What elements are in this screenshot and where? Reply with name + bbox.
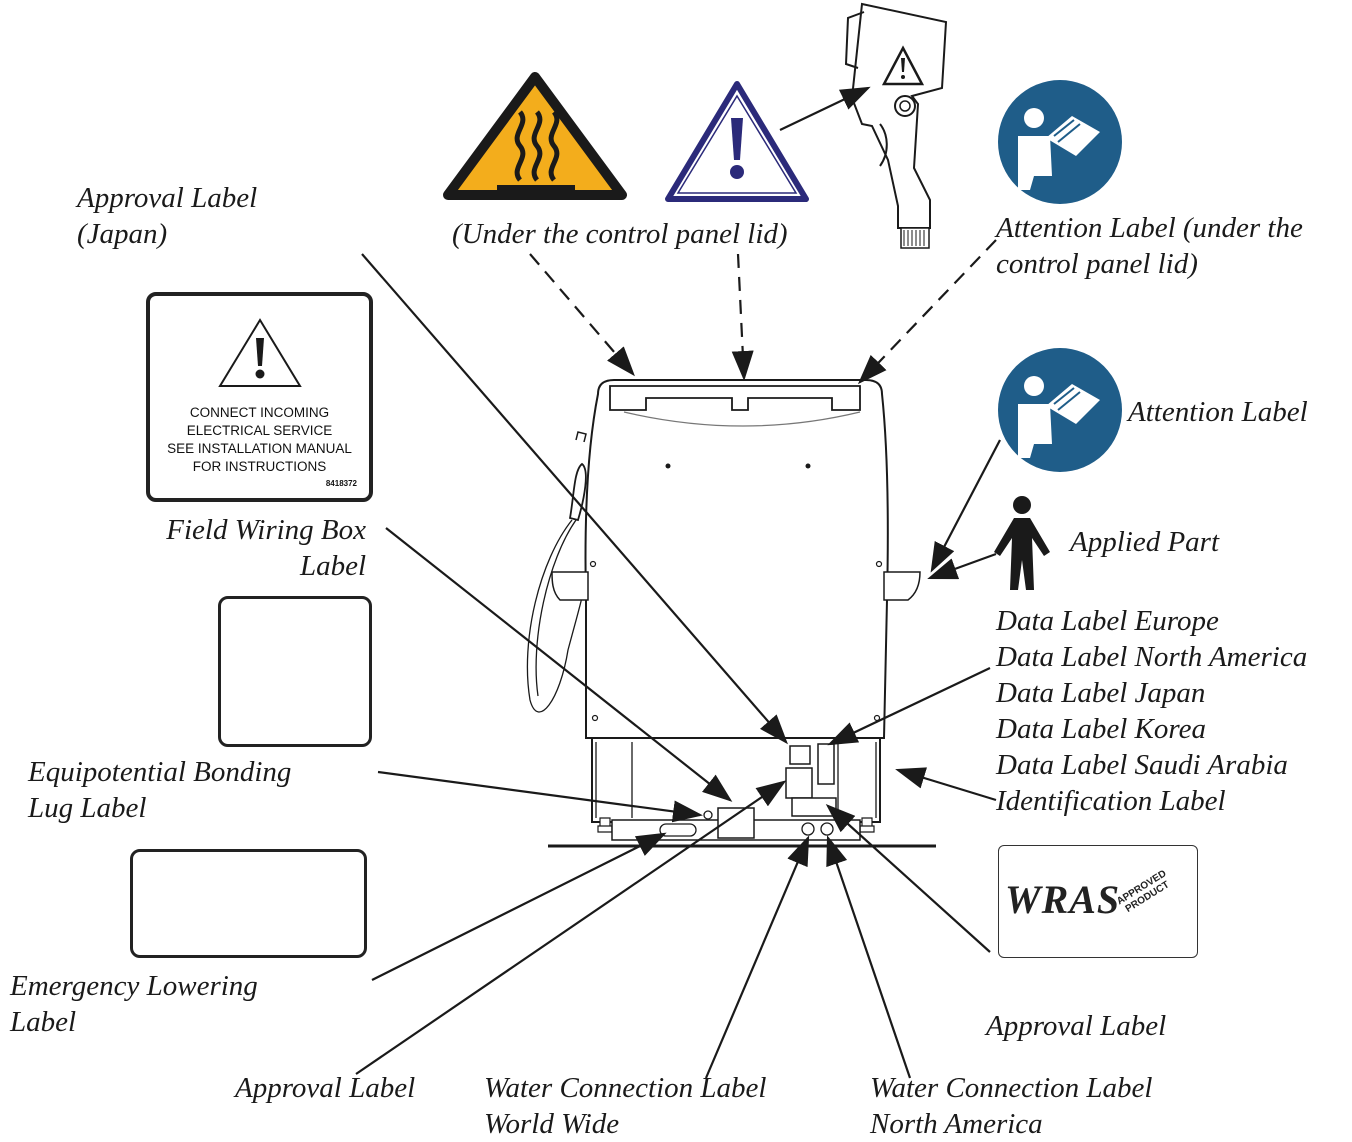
bathtub-drawing <box>526 379 936 848</box>
label-line: World Wide <box>484 1108 620 1140</box>
approval-label-bottom: Approval Label <box>235 1072 416 1104</box>
label-line: Label <box>299 550 366 582</box>
data-label-item: Data Label Europe <box>996 605 1219 637</box>
data-label-item: Data Label Japan <box>996 677 1206 709</box>
label-line: Field Wiring Box <box>166 514 366 546</box>
general-warning-icon <box>665 81 809 202</box>
panel-line: FOR INSTRUCTIONS <box>192 459 327 474</box>
read-manual-icon <box>998 80 1122 204</box>
panel-line: SEE INSTALLATION MANUAL <box>167 441 352 456</box>
approval-label-japan: Approval Label (Japan) <box>77 180 257 252</box>
equipotential-bonding-label: Equipotential Bonding Lug Label <box>28 754 291 826</box>
label-line: Lug Label <box>28 792 147 824</box>
warning-icon <box>218 318 302 387</box>
label-line: (Japan) <box>77 218 168 250</box>
label-line: North America <box>870 1108 1043 1140</box>
label-line: control panel lid) <box>996 248 1198 280</box>
data-label-item: Identification Label <box>996 785 1226 817</box>
under-control-panel-lid-label: (Under the control panel lid) <box>452 218 788 250</box>
label-line: Emergency Lowering <box>10 970 258 1002</box>
emergency-lowering-label-frame <box>130 849 367 958</box>
label-line: Attention Label (under the <box>996 212 1303 244</box>
read-manual-icon-2 <box>998 348 1122 472</box>
panel-part-number: 8418372 <box>325 479 357 488</box>
panel-line: ELECTRICAL SERVICE <box>186 423 333 438</box>
field-wiring-panel: CONNECT INCOMING ELECTRICAL SERVICE SEE … <box>146 292 373 502</box>
field-wiring-panel-text: CONNECT INCOMING ELECTRICAL SERVICE SEE … <box>150 404 369 476</box>
label-line: Label <box>10 1006 77 1038</box>
water-connection-label-world-wide: Water Connection Label World Wide <box>484 1070 766 1142</box>
applied-part-icon <box>994 496 1050 590</box>
label-line: Water Connection Label <box>870 1072 1153 1104</box>
attention-label-under-lid: Attention Label (under the control panel… <box>996 210 1303 282</box>
applied-part-label: Applied Part <box>1070 526 1220 558</box>
approval-label-right: Approval Label <box>986 1010 1167 1042</box>
data-label-item: Data Label Korea <box>996 713 1206 745</box>
hand-shower-icon <box>844 2 948 249</box>
attention-label: Attention Label <box>1128 396 1308 428</box>
wras-subtext: APPROVED PRODUCT <box>1115 868 1174 916</box>
label-line: Water Connection Label <box>484 1072 767 1104</box>
data-label-item: Data Label Saudi Arabia <box>996 749 1288 781</box>
water-connection-label-north-america: Water Connection Label North America <box>870 1070 1152 1142</box>
dashed-leaders <box>529 239 997 385</box>
label-line: Equipotential Bonding <box>28 756 292 788</box>
hot-surface-warning-icon <box>443 72 627 200</box>
equipotential-label-frame <box>218 596 372 747</box>
data-labels-list: Data Label Europe Data Label North Ameri… <box>996 603 1307 819</box>
emergency-lowering-label: Emergency Lowering Label <box>10 968 258 1040</box>
solid-leaders <box>355 86 1001 1079</box>
panel-line: CONNECT INCOMING <box>189 405 330 420</box>
wras-text: WRAS <box>1005 877 1121 922</box>
wras-approval-logo: WRAS APPROVED PRODUCT <box>998 845 1198 958</box>
label-line: Approval Label <box>77 182 258 214</box>
data-label-item: Data Label North America <box>996 641 1308 673</box>
field-wiring-box-label: Field Wiring Box Label <box>142 512 366 584</box>
